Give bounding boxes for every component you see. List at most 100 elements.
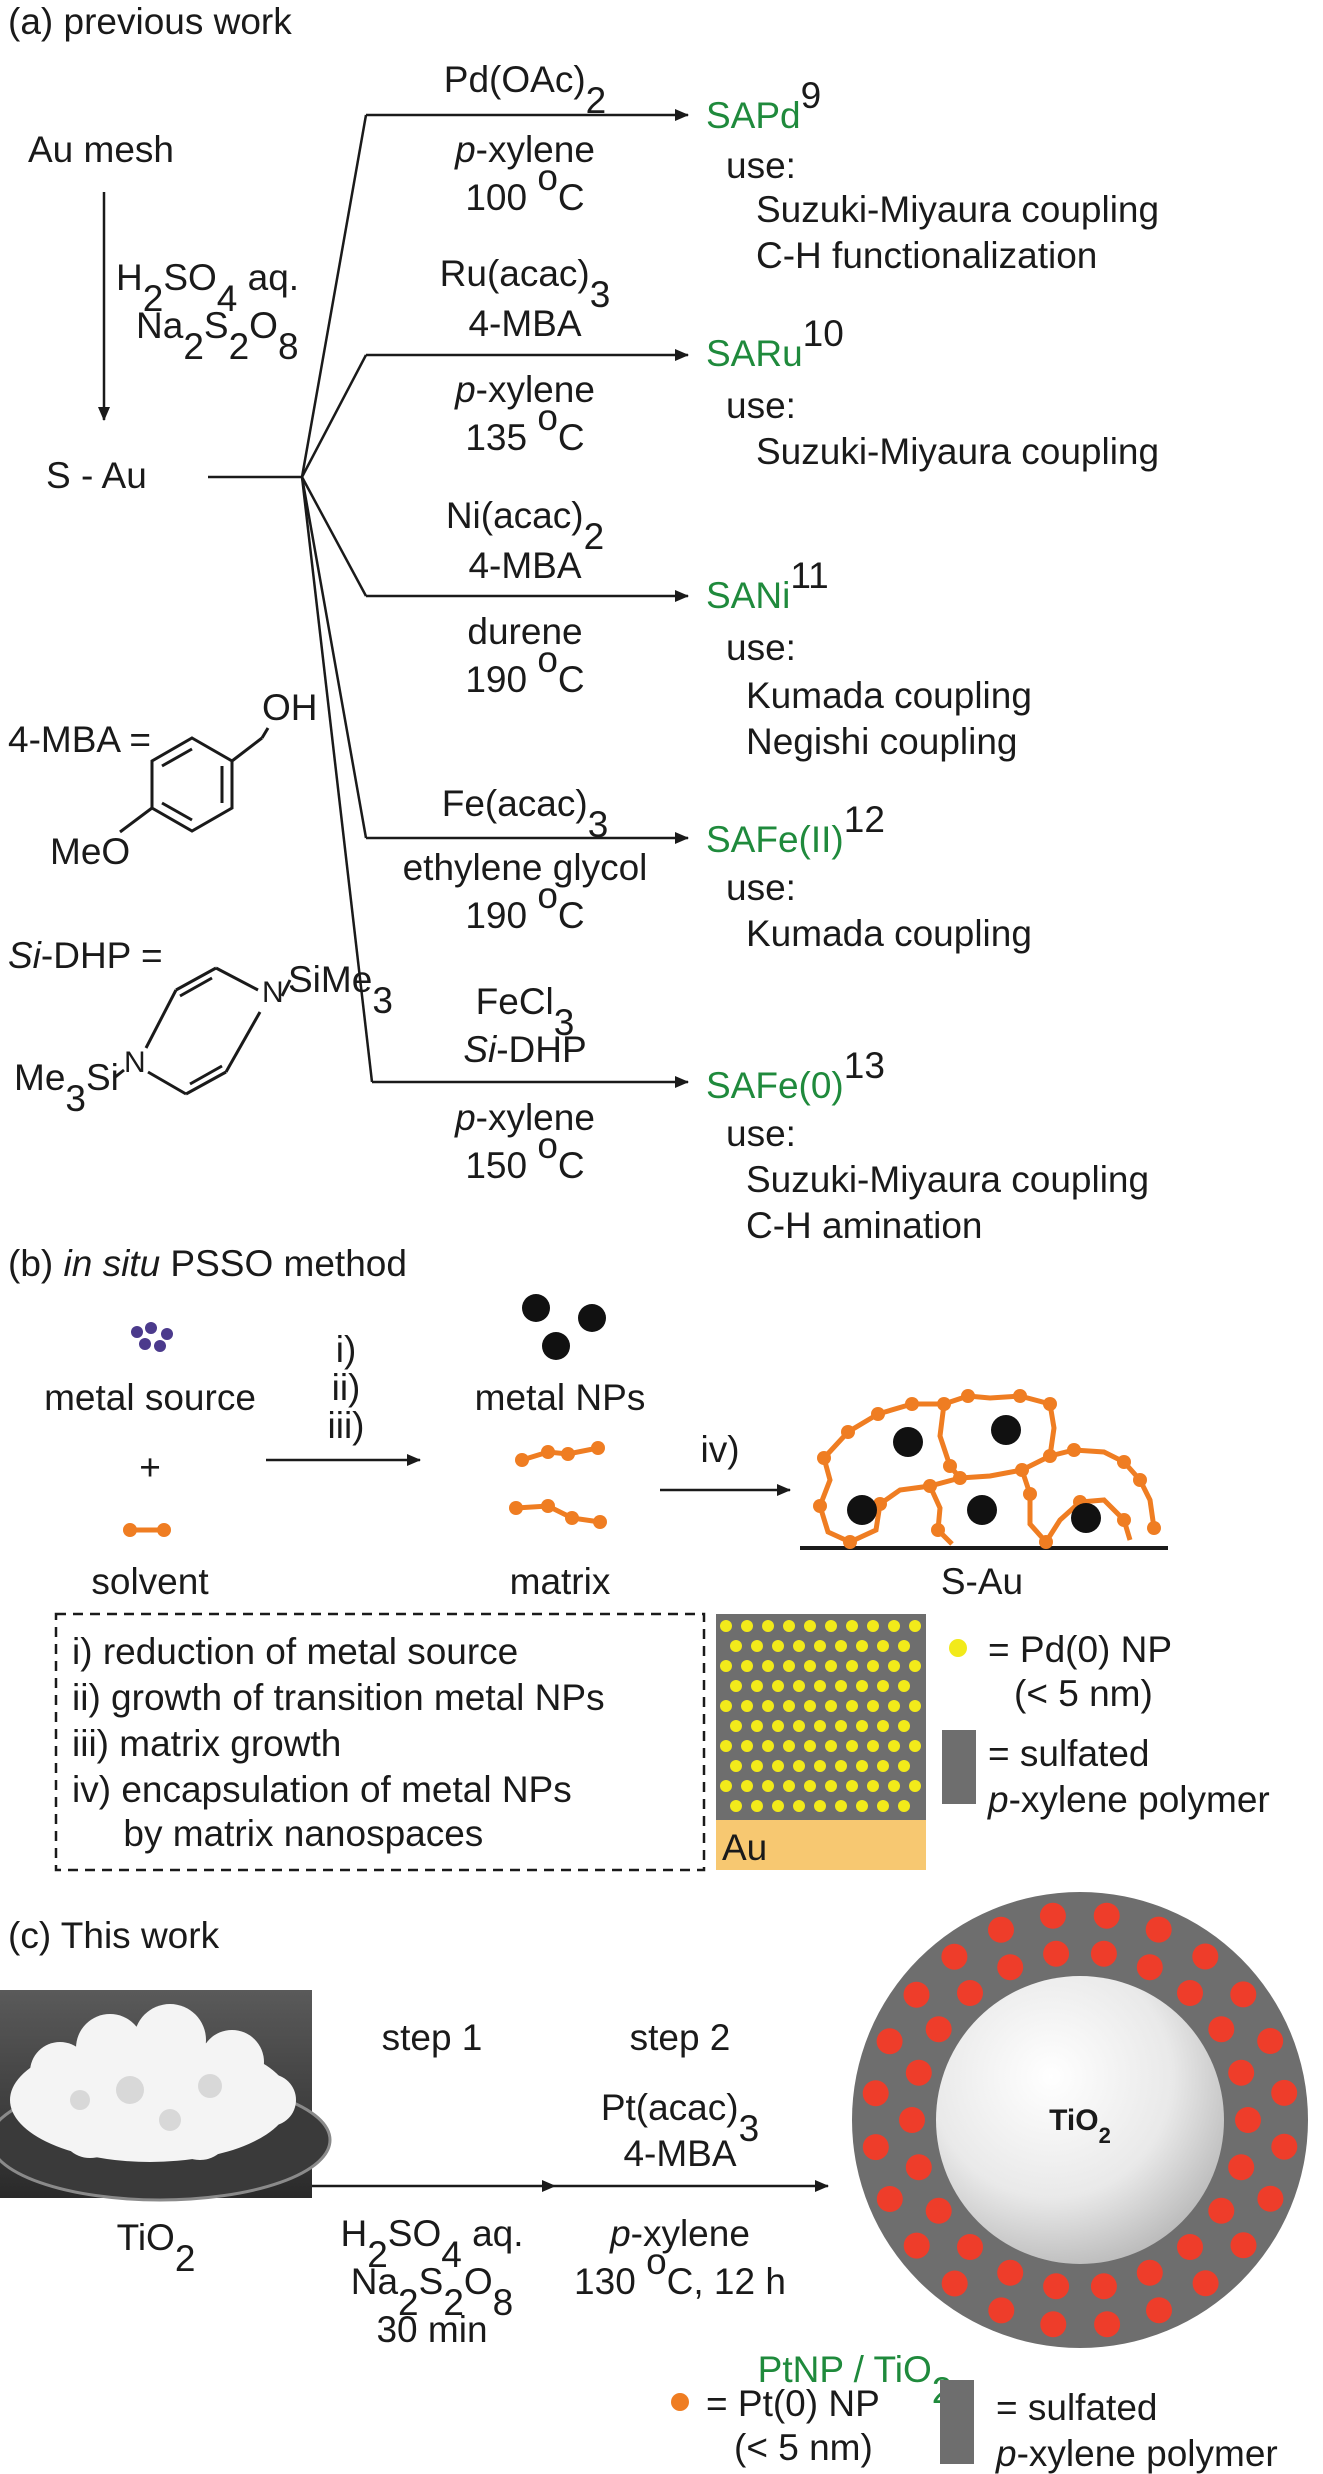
pd-nanoparticle: [888, 1740, 900, 1752]
reagent: Fe(acac)3: [442, 783, 609, 845]
pd-nanoparticle: [888, 1700, 900, 1712]
pd-nanoparticle: [772, 1640, 784, 1652]
solvent-icon: [123, 1523, 171, 1537]
pt-nanoparticle: [1039, 1902, 1066, 1929]
tio2-photo-label: TiO2: [117, 2217, 196, 2279]
pt-nanoparticle: [957, 1980, 983, 2006]
use-label: use:: [726, 867, 796, 908]
pd-nanoparticle: [751, 1720, 763, 1732]
pd-nanoparticle: [772, 1680, 784, 1692]
pt-nanoparticle: [876, 2186, 903, 2212]
pt-nanoparticle: [1043, 2273, 1070, 2300]
pd-nanoparticle: [762, 1740, 774, 1752]
pd-nanoparticle: [846, 1740, 858, 1752]
reagent: Ni(acac)2: [446, 495, 604, 557]
pd-legend: = Pd(0) NP (< 5 nm) = sulfated p-xylene …: [942, 1629, 1270, 1820]
pd-nanoparticle: [835, 1680, 847, 1692]
persulfate-condition: Na2S2O8: [136, 305, 299, 367]
svg-text:i) reduction of metal source: i) reduction of metal source: [72, 1631, 518, 1672]
s-au-illustration: [800, 1389, 1168, 1550]
svg-text:= sulfated: = sulfated: [988, 1733, 1149, 1774]
pt-nanoparticle: [941, 1943, 968, 1970]
temperature: 190 oC: [465, 875, 584, 937]
metal-source-label: metal source: [44, 1377, 256, 1418]
matrix-label: matrix: [510, 1561, 611, 1602]
pd-nanoparticle: [898, 1800, 910, 1812]
panel-a: (a) previous work Au mesh H2SO4 aq. Na2S…: [8, 1, 1159, 1246]
pd-nanoparticle: [762, 1660, 774, 1672]
pd-nanoparticle: [814, 1720, 826, 1732]
route-pd: Pd(OAc)2 p-xylene 100 oC: [444, 59, 606, 218]
pt-nanoparticle: [925, 2016, 952, 2043]
reagent: FeCl3: [476, 981, 575, 1043]
pd-nanoparticle: [793, 1760, 805, 1772]
pd-nanoparticle: [804, 1620, 816, 1632]
svg-text:iii) matrix growth: iii) matrix growth: [72, 1723, 341, 1764]
svg-text:H2SO4 aq.: H2SO4 aq.: [340, 2213, 523, 2275]
additive: 4-MBA: [468, 545, 581, 586]
reagent: Ru(acac)3: [440, 253, 611, 315]
pd-nanoparticle: [867, 1700, 879, 1712]
pt-nanoparticle: [1040, 2311, 1067, 2338]
pd-nanoparticle: [741, 1700, 753, 1712]
product-name: SARu10: [706, 313, 844, 375]
pd-nanoparticle: [825, 1620, 837, 1632]
pd-nanoparticle: [825, 1740, 837, 1752]
pd-nanoparticle: [867, 1620, 879, 1632]
pt-nanoparticle: [1271, 2079, 1298, 2106]
pd-nanoparticle: [898, 1680, 910, 1692]
reagent: Pd(OAc)2: [444, 59, 606, 121]
pd-nanoparticle: [751, 1640, 763, 1652]
pt-nanoparticle: [1177, 1980, 1203, 2006]
temperature: 190 oC: [465, 639, 584, 701]
pd-nanoparticle: [751, 1760, 763, 1772]
step2-conditions: Pt(acac)3 4-MBA p-xylene 130 oC, 12 h: [574, 2087, 786, 2302]
temperature: 150 oC: [465, 1125, 584, 1187]
pt-nanoparticle: [988, 2297, 1015, 2324]
pd-nanoparticle: [772, 1760, 784, 1772]
use-label: use:: [726, 1113, 796, 1154]
svg-text:by matrix nanospaces: by matrix nanospaces: [72, 1813, 483, 1854]
svg-text:= Pd(0) NP: = Pd(0) NP: [988, 1629, 1172, 1670]
svg-text:(< 5 nm): (< 5 nm): [734, 2427, 873, 2468]
svg-text:Pt(acac)3: Pt(acac)3: [601, 2087, 759, 2149]
pt-nanoparticle: [1230, 1981, 1257, 2008]
pt-nanoparticle: [1257, 2185, 1284, 2212]
pd-nanoparticle: [741, 1660, 753, 1672]
mba-structure: 4-MBA = OH MeO: [8, 687, 318, 872]
steps-legend: i) reduction of metal source ii) growth …: [72, 1631, 605, 1854]
temperature: 135 oC: [465, 397, 584, 459]
pd-nanoparticle: [867, 1740, 879, 1752]
pd-nanoparticle: [751, 1680, 763, 1692]
pt-nanoparticle: [997, 1954, 1024, 1981]
pd-nanoparticle: [877, 1760, 889, 1772]
pt-nanoparticle: [899, 2107, 925, 2133]
metal-nps-label: metal NPs: [475, 1377, 646, 1418]
pt-nanoparticle: [1093, 1902, 1120, 1929]
dhp-n-bottom: N: [124, 1046, 146, 1079]
pd-nanoparticle: [814, 1680, 826, 1692]
pd-nanoparticle: [772, 1800, 784, 1812]
pt-nanoparticle: [1257, 2028, 1284, 2054]
s-au-result-label: S-Au: [941, 1561, 1023, 1602]
solvent: p-xylene: [454, 129, 595, 170]
panel-b: (b) in situ PSSO method metal source + s…: [8, 1243, 1270, 1872]
pd-nanoparticle: [856, 1760, 868, 1772]
plus-sign: +: [139, 1447, 161, 1488]
pd-nanoparticle: [825, 1660, 837, 1672]
pd-nanoparticle: [846, 1620, 858, 1632]
pd-nanoparticle: [793, 1720, 805, 1732]
step-i: i): [336, 1329, 357, 1370]
pt-nanoparticle: [1208, 2016, 1235, 2043]
svg-text:iv) encapsulation of metal NPs: iv) encapsulation of metal NPs: [72, 1769, 572, 1810]
pd-nanoparticle: [720, 1700, 732, 1712]
mba-label: 4-MBA =: [8, 719, 151, 760]
au-mesh-label: Au mesh: [28, 129, 174, 170]
product-ru: SARu10 use: Suzuki-Miyaura coupling: [706, 313, 1159, 473]
pd-nanoparticle: [751, 1800, 763, 1812]
step-iv: iv): [700, 1429, 739, 1470]
ptnp-tio2-sphere: TiO2: [852, 1892, 1308, 2348]
pd-nanoparticle: [741, 1620, 753, 1632]
pd-nanoparticle: [793, 1680, 805, 1692]
